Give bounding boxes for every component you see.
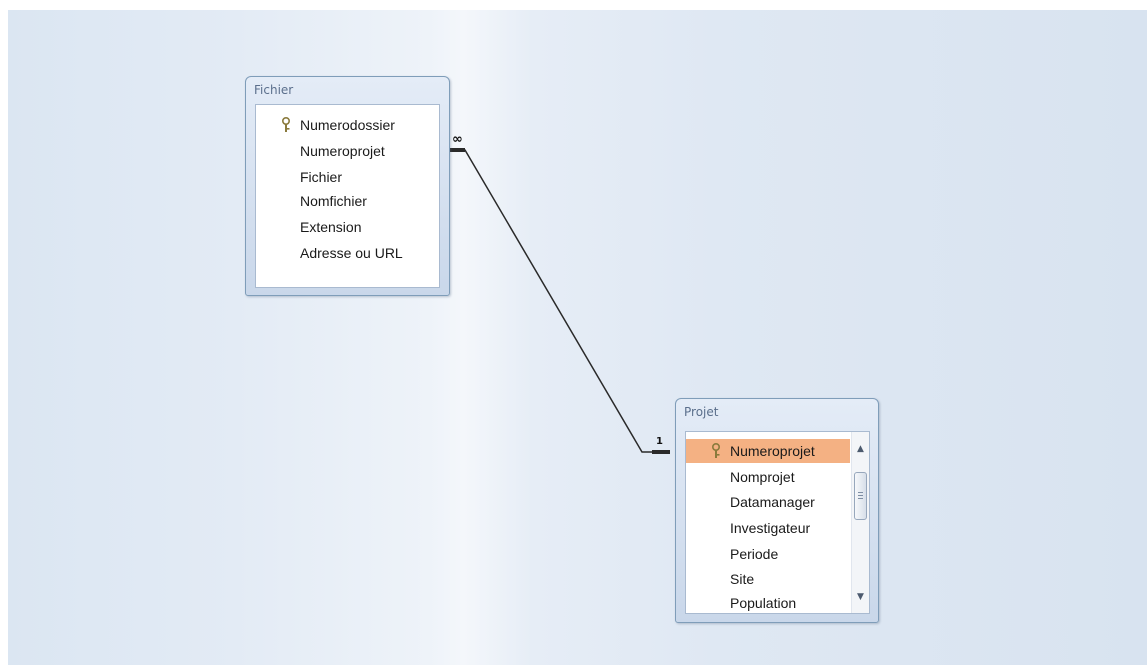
field-label: Adresse ou URL (300, 245, 403, 261)
field-label: Datamanager (730, 494, 815, 510)
field-adresse-ou-url[interactable]: Adresse ou URL (256, 241, 439, 265)
field-label: Nomprojet (730, 469, 795, 485)
field-fichier[interactable]: Fichier (256, 165, 439, 189)
field-nomfichier[interactable]: Nomfichier (256, 189, 439, 213)
field-label: Nomfichier (300, 193, 367, 209)
relationships-canvas[interactable] (8, 10, 1147, 665)
cardinality-one: 1 (656, 436, 663, 447)
field-list-fichier[interactable]: Numerodossier Numeroprojet Fichier Nomfi… (255, 104, 440, 288)
field-label: Site (730, 571, 755, 587)
relationship-end-projet (652, 450, 670, 454)
table-window-projet[interactable]: Projet Numeroprojet Nomprojet Datamanage… (675, 398, 879, 623)
field-list-projet[interactable]: Numeroprojet Nomprojet Datamanager Inves… (685, 431, 870, 614)
field-nomprojet[interactable]: Nomprojet (686, 465, 850, 489)
field-site[interactable]: Site (686, 567, 850, 591)
field-extension[interactable]: Extension (256, 215, 439, 239)
field-label: Investigateur (730, 520, 811, 536)
grip-icon (858, 498, 863, 499)
field-label: Numeroprojet (730, 443, 815, 459)
field-label: Numerodossier (300, 117, 395, 133)
key-icon (712, 443, 720, 458)
field-label: Numeroprojet (300, 143, 385, 159)
cardinality-many: ∞ (452, 132, 463, 147)
field-population[interactable]: Population (686, 591, 850, 613)
relationship-line[interactable] (448, 149, 662, 453)
field-label: Periode (730, 546, 779, 562)
field-investigateur[interactable]: Investigateur (686, 516, 850, 540)
table-title-projet[interactable]: Projet (684, 405, 719, 419)
key-icon (282, 117, 290, 132)
relationship-end-fichier (446, 148, 465, 152)
field-label: Extension (300, 219, 362, 235)
field-label: Population (730, 595, 797, 611)
grip-icon (858, 495, 863, 496)
table-title-fichier[interactable]: Fichier (254, 83, 294, 97)
field-numeroprojet[interactable]: Numeroprojet (256, 139, 439, 163)
field-label: Fichier (300, 169, 343, 185)
field-numeroprojet[interactable]: Numeroprojet (686, 439, 850, 463)
scroll-thumb[interactable] (854, 472, 867, 520)
vertical-scrollbar[interactable]: ▲ ▼ (851, 432, 869, 613)
arrow-down-icon[interactable]: ▼ (857, 592, 864, 602)
grip-icon (858, 492, 863, 493)
arrow-up-icon[interactable]: ▲ (857, 444, 864, 454)
field-periode[interactable]: Periode (686, 542, 850, 566)
table-window-fichier[interactable]: Fichier Numerodossier Numeroprojet Fichi… (245, 76, 450, 296)
field-datamanager[interactable]: Datamanager (686, 490, 850, 514)
field-numerodossier[interactable]: Numerodossier (256, 113, 439, 137)
